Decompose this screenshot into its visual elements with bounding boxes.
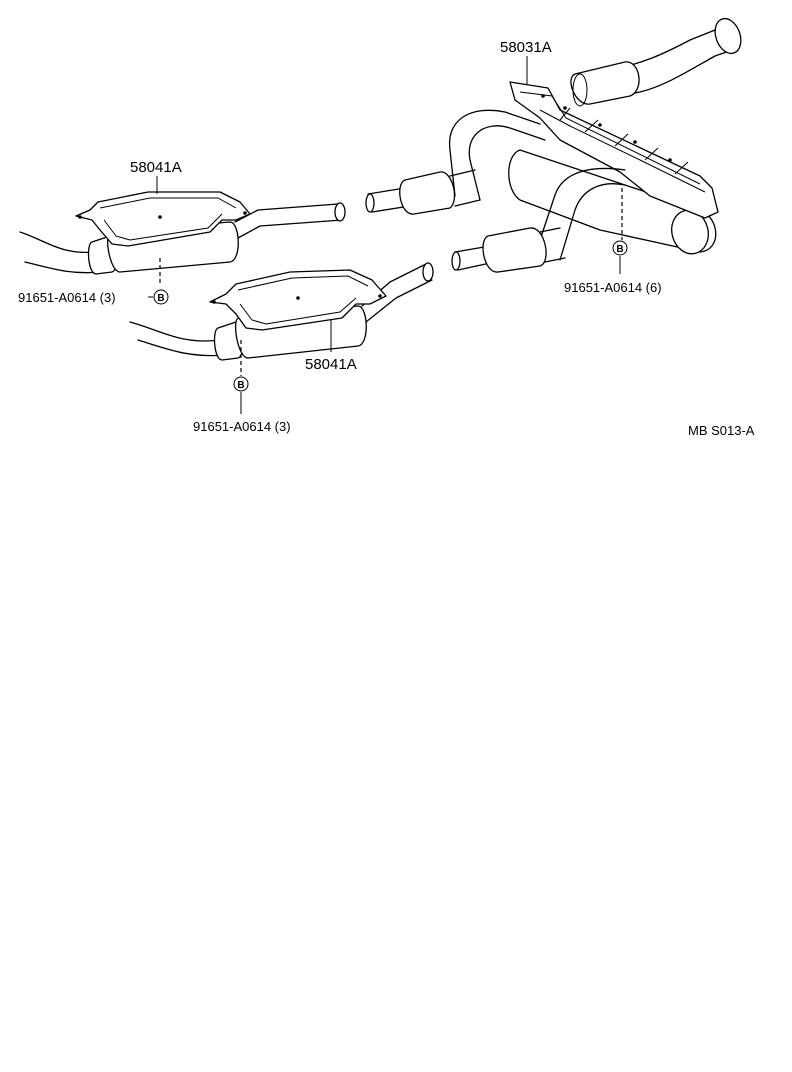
bolt-symbol-left: B <box>153 289 169 305</box>
bolt-label-left: 91651-A0614 (3) <box>18 290 116 305</box>
tailpipe <box>570 17 742 107</box>
intermediate-pipes <box>365 109 626 273</box>
bolt-label-right: 91651-A0614 (6) <box>564 280 662 295</box>
bolt-symbol-letter: B <box>616 244 623 255</box>
bolt-symbol-right: B <box>612 240 628 256</box>
bolt-symbol-letter: B <box>237 380 244 391</box>
heat-insulator-58031a <box>509 81 719 219</box>
heat-insulator-58041a-upper <box>75 191 251 247</box>
heat-insulator-58041a-lower <box>209 269 387 331</box>
part-label-58041a-upper: 58041A <box>130 159 182 176</box>
figure-code: MB S013-A <box>688 423 755 438</box>
bolt-symbol-letter: B <box>157 293 164 304</box>
bolt-symbol-center: B <box>233 376 249 392</box>
part-label-58041a-lower: 58041A <box>305 356 357 373</box>
leader-lines <box>148 56 623 414</box>
bolt-label-center: 91651-A0614 (3) <box>193 419 291 434</box>
part-label-58031a: 58031A <box>500 39 552 56</box>
main-muffler <box>508 149 717 255</box>
